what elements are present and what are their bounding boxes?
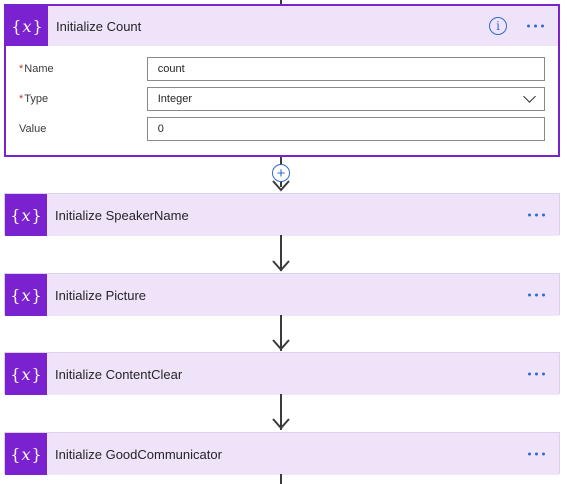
more-options-button[interactable] — [524, 210, 549, 221]
step-card-initialize-picture[interactable]: {x} Initialize Picture — [4, 273, 560, 316]
chevron-down-icon — [523, 90, 536, 103]
arrow-down-icon — [272, 180, 290, 192]
more-options-button[interactable] — [523, 21, 548, 32]
field-label-name: *Name — [19, 63, 54, 75]
step-card-initialize-speakername[interactable]: {x} Initialize SpeakerName — [4, 193, 560, 236]
field-row-type: *Type Integer — [19, 84, 545, 114]
type-dropdown[interactable]: Integer — [146, 87, 545, 111]
field-label-value: Value — [19, 123, 47, 135]
connector-bottom — [280, 474, 282, 484]
step-header[interactable]: {x} Initialize SpeakerName — [5, 194, 559, 236]
step-card-initialize-contentclear[interactable]: {x} Initialize ContentClear — [4, 352, 560, 395]
variable-icon: {x} — [6, 6, 48, 46]
value-input[interactable]: 0 — [146, 117, 545, 141]
step-title: Initialize GoodCommunicator — [55, 446, 222, 462]
connector — [280, 315, 282, 351]
arrow-down-icon — [272, 339, 290, 351]
step-title: Initialize SpeakerName — [55, 207, 189, 223]
arrow-down-icon — [272, 260, 290, 272]
variable-icon: {x} — [5, 274, 47, 316]
add-step-button[interactable]: + — [272, 164, 290, 182]
arrow-down-icon — [272, 418, 290, 430]
field-label-type: *Type — [19, 93, 49, 105]
step-header[interactable]: {x} Initialize GoodCommunicator — [5, 433, 559, 475]
step-header[interactable]: {x} Initialize Count i — [6, 6, 558, 46]
field-row-value: Value 0 — [19, 114, 545, 144]
more-options-button[interactable] — [524, 369, 549, 380]
more-options-button[interactable] — [524, 290, 549, 301]
variable-icon: {x} — [5, 433, 47, 475]
step-card-initialize-goodcommunicator[interactable]: {x} Initialize GoodCommunicator — [4, 432, 560, 475]
variable-icon: {x} — [5, 353, 47, 395]
field-row-name: *Name count — [19, 54, 545, 84]
more-options-button[interactable] — [524, 449, 549, 460]
variable-icon: {x} — [5, 194, 47, 236]
info-icon[interactable]: i — [489, 17, 507, 35]
connector — [280, 394, 282, 430]
step-title: Initialize ContentClear — [55, 366, 183, 382]
step-header[interactable]: {x} Initialize Picture — [5, 274, 559, 316]
step-body: *Name count *Type Integer Value 0 — [6, 46, 558, 150]
step-title: Initialize Picture — [55, 287, 147, 303]
name-input[interactable]: count — [146, 57, 545, 81]
connector — [280, 235, 282, 271]
required-marker: * — [19, 63, 24, 75]
step-header[interactable]: {x} Initialize ContentClear — [5, 353, 559, 395]
step-card-initialize-count[interactable]: {x} Initialize Count i *Name count *Type… — [4, 4, 560, 157]
step-title: Initialize Count — [56, 18, 142, 34]
connector-top — [280, 0, 282, 6]
required-marker: * — [19, 93, 24, 105]
